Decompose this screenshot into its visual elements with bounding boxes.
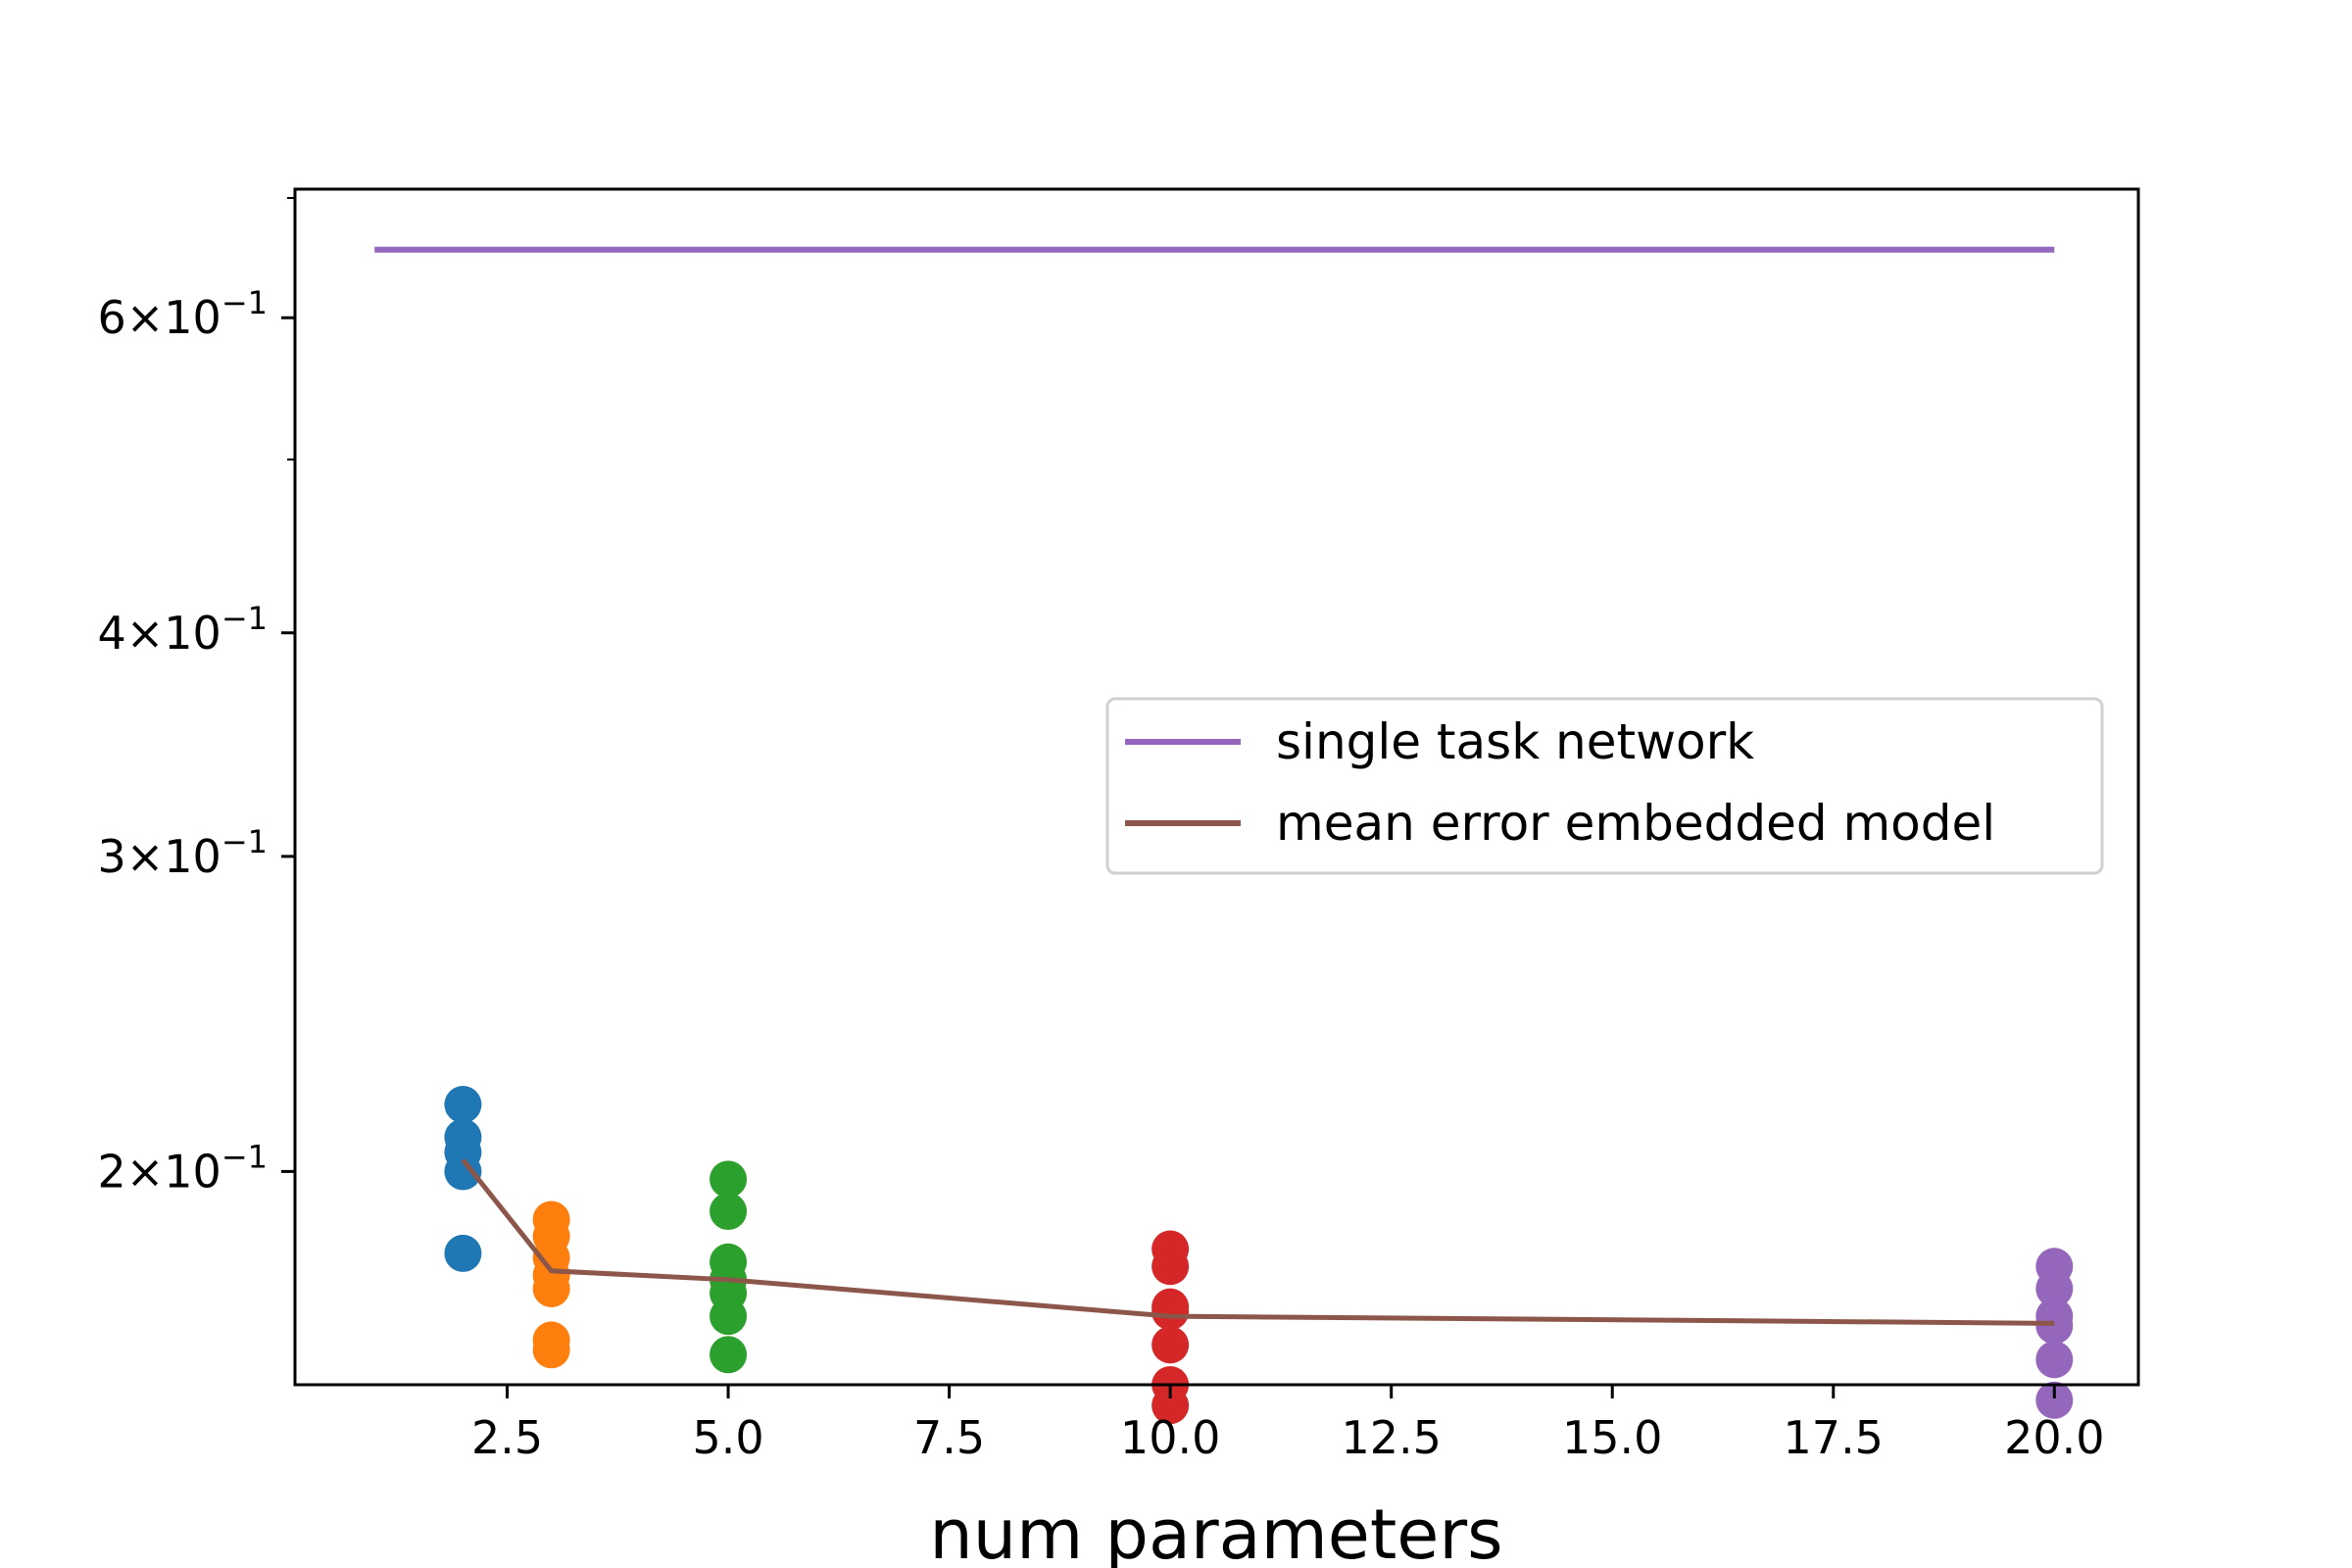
scatter-point-x5-6 — [710, 1336, 748, 1374]
plot-frame — [293, 187, 2140, 1387]
x-axis-title: num parameters — [929, 1494, 1502, 1568]
scatter-point-x10-3 — [1152, 1293, 1190, 1331]
x-tick-label-5.0: 5.0 — [692, 1411, 763, 1464]
scatter-point-x2-4 — [444, 1234, 482, 1272]
x-tick-label-7.5: 7.5 — [913, 1411, 985, 1464]
scatter-point-x5-1 — [710, 1193, 748, 1231]
legend-box — [1105, 697, 2104, 875]
x-tick-label-10.0: 10.0 — [1120, 1411, 1220, 1464]
y-tick-label-3: 3×10−1 — [97, 823, 268, 883]
scatter-point-x3-6 — [532, 1331, 570, 1369]
scatter-point-x20-5 — [2035, 1381, 2074, 1419]
series-mean-error-embedded-model-line — [461, 1158, 2055, 1326]
x-tick-label-2.5: 2.5 — [471, 1411, 543, 1464]
x-tick-label-12.5: 12.5 — [1341, 1411, 1441, 1464]
x-tick-label-20.0: 20.0 — [2004, 1411, 2104, 1464]
scatter-point-x10-6 — [1152, 1387, 1190, 1425]
scatter-point-x3-4 — [532, 1269, 570, 1307]
scatter-point-x5-5 — [710, 1298, 748, 1336]
scatter-point-x2-3 — [444, 1152, 482, 1191]
y-tick-label-2: 2×10−1 — [97, 1138, 268, 1198]
legend: single task network mean error embedded m… — [1105, 697, 2104, 875]
scatter-point-x5-0 — [710, 1160, 748, 1199]
scatter-point-x2-0 — [444, 1086, 482, 1124]
legend-label-1: mean error embedded model — [1276, 795, 1995, 852]
y-axis: 2×10−1 3×10−1 4×10−1 6×10−1 — [97, 197, 295, 1198]
scatter-point-x10-1 — [1152, 1248, 1190, 1286]
x-axis: 2.5 5.0 7.5 10.0 12.5 15.0 17.5 20.0 — [471, 1385, 2105, 1464]
legend-label-0: single task network — [1276, 713, 1754, 770]
x-tick-label-17.5: 17.5 — [1784, 1411, 1884, 1464]
y-tick-label-4: 4×10−1 — [97, 600, 268, 660]
x-tick-label-15.0: 15.0 — [1562, 1411, 1662, 1464]
scatter-point-x10-4 — [1152, 1326, 1190, 1364]
scatter-point-x20-1 — [2035, 1269, 2074, 1307]
y-tick-label-6: 6×10−1 — [97, 284, 268, 344]
scatter-point-x20-4 — [2035, 1341, 2074, 1379]
scatter-point-x20-3 — [2035, 1306, 2074, 1345]
plot-area — [374, 246, 2074, 1425]
